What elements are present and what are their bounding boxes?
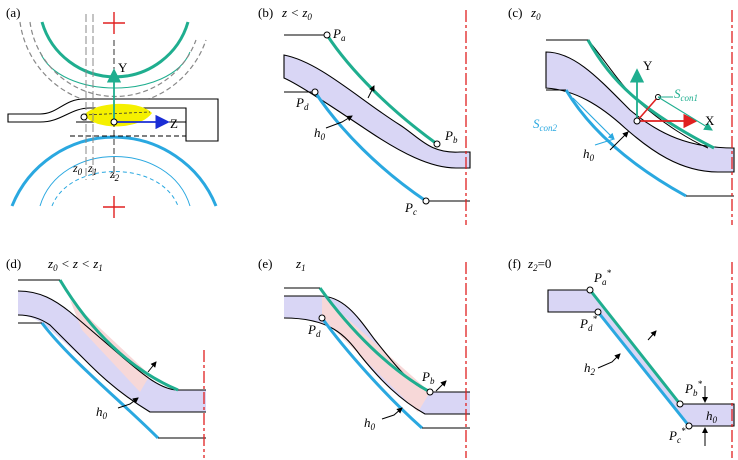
upper-center-cross [103,12,125,34]
panel-d-lower-roll [40,322,160,440]
panel-e-label-h0: h0 [364,415,376,432]
panel-e-strip-bottom-edge [283,317,470,415]
panel-e-thickness-arrow [435,380,447,392]
panel-f-condition: z2=0 [527,256,551,273]
panel-c-tag: (c) [508,5,522,20]
panel-f-label-h2: h2 [584,360,596,377]
panel-d-thickness-arrow [147,361,157,373]
lower-roll-inner-line [39,156,191,207]
panel-e-label-pb: Pb [421,369,435,386]
panel-f-h2-leader [597,353,621,369]
panel-d-strip-bottom-edge [17,314,206,413]
panel-c-origin [633,117,641,125]
panel-f-label-h0: h0 [706,408,718,425]
panel-d-tag: (d) [6,256,21,271]
panel-c-strip [545,51,735,173]
panel-f-label-pa: Pa* [593,268,611,287]
panel-e-point-pd [318,314,326,322]
panel-d-h0-leader [117,397,139,409]
panel-b-thickness-arrow [367,85,375,99]
panel-c-scon1-arrow [657,96,713,131]
z1-label: z1 [87,161,97,177]
panel-d: (d) z0 < z < z1 h0 [6,256,206,458]
lower-center-cross [103,196,125,218]
panel-c-upper-roll [586,39,715,150]
panel-c-scon2-label: Scon2 [533,116,557,133]
panel-c-h0-label: h0 [583,146,595,163]
panel-a-tag: (a) [6,5,20,20]
panel-b-point-pb [433,140,441,148]
contact-region [84,103,152,127]
panel-c-x-label: X [705,113,715,128]
panel-b-point-pd [311,88,319,96]
upper-roll-outer [40,21,190,79]
panel-b-point-pa [323,31,331,39]
panel-b-label-pa: Pa [332,26,346,43]
panel-e-point-pb [426,388,434,396]
panel-c-red-segment [636,96,659,122]
panel-b-label-pd: Pd [295,95,309,112]
panel-c-scon1-label: Scon1 [674,86,698,103]
panel-b-condition: z < z0 [281,5,312,22]
panel-a: (a) Y Z z0 z1 z2 [6,5,219,218]
gray-dashed-arc-inner [29,21,197,98]
panel-f-label-pc: Pc* [668,426,686,445]
panel-f-lower-roll [596,311,691,427]
lower-roll-outer [10,135,218,207]
panel-d-condition: z0 < z < z1 [47,256,103,273]
lower-roll-dashed-line [51,171,179,207]
panel-b-label-h0: h0 [314,125,326,142]
panel-d-upper-roll [58,279,179,392]
panel-d-label-h0: h0 [96,404,108,421]
panel-f-tag: (f) [508,256,521,271]
panel-b-lower-roll [313,91,427,203]
panel-c-scon2-arrow [572,97,615,140]
panel-f-thickness-arrow [647,330,657,341]
strip-outline [7,98,219,142]
panel-f-point-pd [594,308,602,316]
panel-e-h0-leader [381,407,403,420]
panel-e-upper-roll [318,287,431,394]
contact-dashed-line [83,111,151,116]
panel-f-point-pc [685,422,693,430]
panel-e: (e) z1 Pd Pb h0 [258,256,470,458]
panel-c-y-label: Y [643,58,653,73]
panel-b-label-pb: Pb [444,128,458,145]
panel-f-point-pa [586,286,594,294]
panel-e-lower-roll [320,317,423,430]
origin-point [110,118,118,126]
panel-f-strip [547,289,735,427]
panel-c-scon2-leader [594,138,615,146]
panel-b: (b) z < z0 Pa Pb Pc Pd h0 [258,5,471,225]
panel-b-label-pc: Pc [404,200,417,217]
panel-e-tag: (e) [258,256,272,271]
z0-label: z0 [72,161,83,177]
panel-c-condition: z0 [530,5,541,22]
panel-c: (c) z0 Y X Scon1 Scon2 h0 [508,5,735,225]
z-axis-label: Z [170,116,178,131]
panel-f-point-pb [676,400,684,408]
panel-c-h0-leader [609,131,629,151]
z2-label: z2 [109,167,120,183]
y-axis-label: Y [118,60,128,75]
panel-f-upper-roll [588,289,682,405]
panel-b-tag: (b) [258,5,273,20]
panel-f-label-pd: Pd* [579,314,597,333]
panel-f: (f) z2=0 Pa* Pd* Pb* Pc* h2 h0 [508,256,735,458]
panel-e-label-pd: Pd [307,322,321,339]
panel-b-h0-leader [325,115,353,129]
panel-b-point-pc [422,197,430,205]
panel-b-strip [283,54,471,169]
contact-start-point [80,113,88,121]
panel-e-condition: z1 [295,256,306,273]
panel-f-label-pb: Pb* [684,379,702,398]
